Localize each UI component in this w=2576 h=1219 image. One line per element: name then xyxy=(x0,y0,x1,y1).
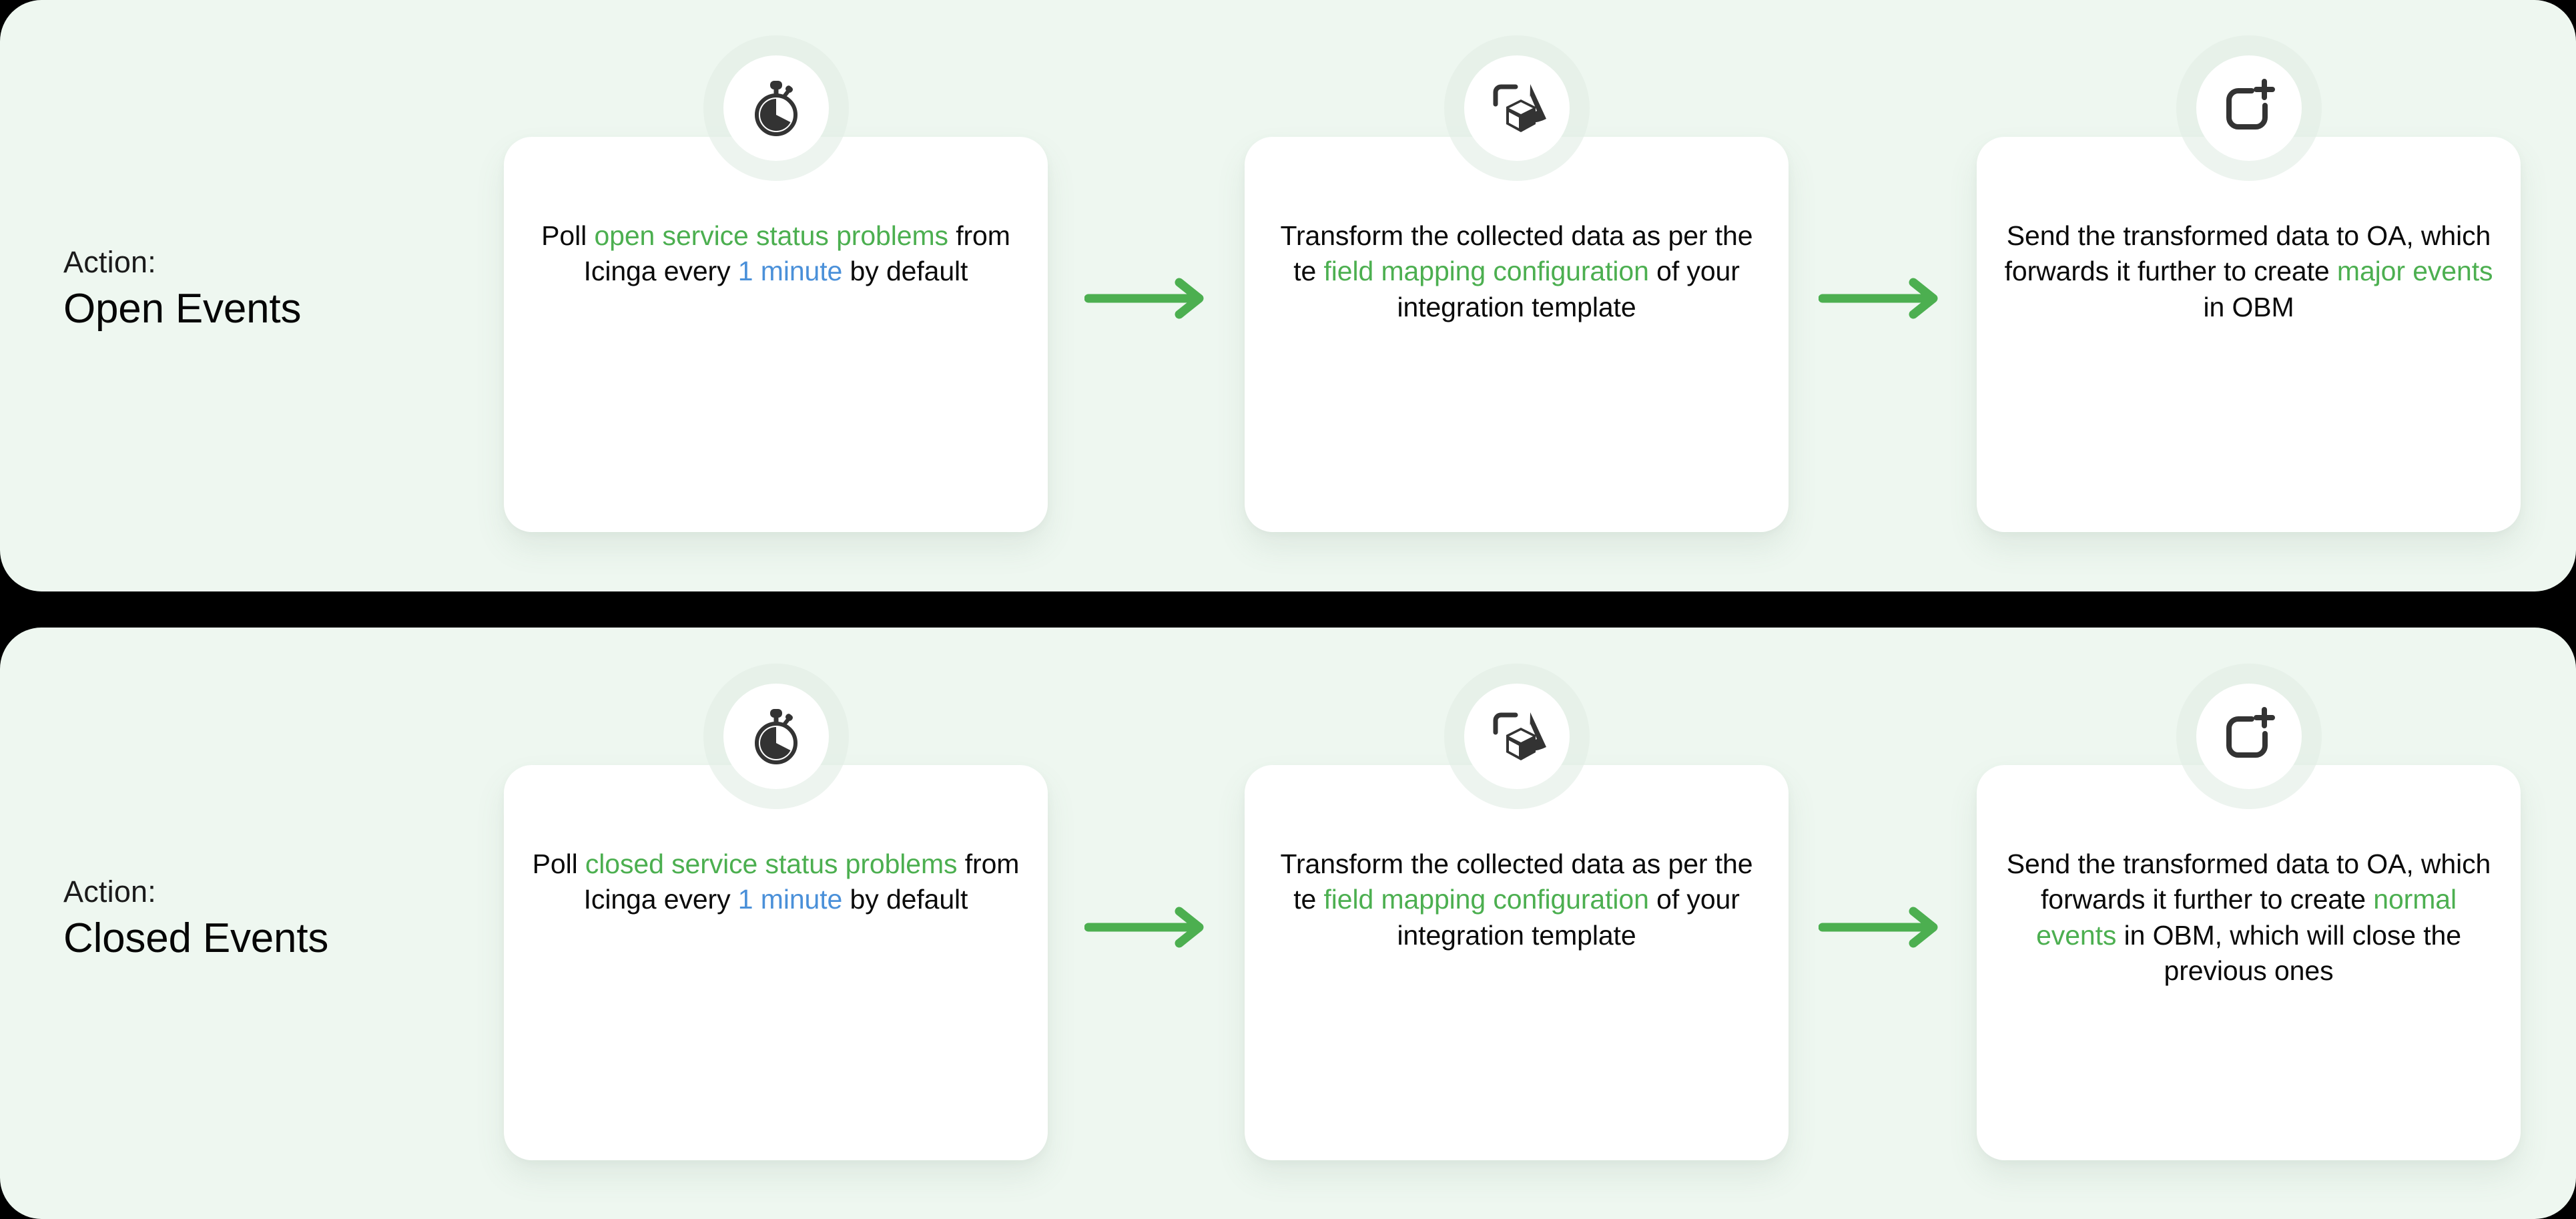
open-events-action-label: Action: Open Events xyxy=(63,244,491,334)
step-card-text: Transform the collected data as per the … xyxy=(1245,846,1789,953)
action-name-label: Open Events xyxy=(63,286,302,332)
step-card-send[interactable]: Send the transformed data to OA, which f… xyxy=(1977,684,2521,1160)
text-segment: from Icinga every xyxy=(583,220,1010,287)
text-segment: Send the transformed data to OA, which f… xyxy=(2004,220,2491,287)
step-card-transform[interactable]: Transform the collected data as per the … xyxy=(1245,55,1789,532)
text-segment-highlight: field mapping configuration xyxy=(1323,256,1649,287)
closed-events-panel: Action: Closed Events xyxy=(0,628,2576,1219)
step-card-text: Send the transformed data to OA, which f… xyxy=(1977,218,2521,325)
closed-events-steps: Poll closed service status problems from… xyxy=(0,628,2576,1219)
text-segment: Poll xyxy=(541,220,595,251)
step-card-text: Poll closed service status problems from… xyxy=(504,846,1048,918)
step-card-poll[interactable]: Poll closed service status problems from… xyxy=(504,684,1048,1160)
text-segment-highlight: 1 minute xyxy=(737,256,843,287)
action-prefix-label: Action: xyxy=(63,875,156,909)
text-segment-highlight: open service status problems xyxy=(594,220,948,251)
text-segment: in OBM xyxy=(2203,291,2294,322)
text-segment-highlight: 1 minute xyxy=(737,884,843,915)
action-name-label: Closed Events xyxy=(63,915,329,962)
text-segment: of your integration template xyxy=(1397,256,1740,322)
step-card-send[interactable]: Send the transformed data to OA, which f… xyxy=(1977,55,2521,532)
create-event-icon xyxy=(2196,55,2302,161)
arrow-right-icon xyxy=(1084,906,1211,949)
action-prefix-label: Action: xyxy=(63,245,156,279)
arrow-right-icon xyxy=(1819,277,1945,320)
text-segment: Transform the collected data as per the … xyxy=(1280,848,1753,915)
text-segment-highlight: field mapping configuration xyxy=(1323,884,1649,915)
arrow-right-icon xyxy=(1084,277,1211,320)
closed-events-action-label: Action: Closed Events xyxy=(63,873,491,964)
stopwatch-icon xyxy=(723,55,829,161)
step-card-transform[interactable]: Transform the collected data as per the … xyxy=(1245,684,1789,1160)
text-segment: in OBM, which will close the previous on… xyxy=(2116,919,2461,986)
step-card-text: Poll open service status problems from I… xyxy=(504,218,1048,290)
step-card-text: Transform the collected data as per the … xyxy=(1245,218,1789,325)
text-segment: from Icinga every xyxy=(583,848,1020,915)
text-segment-highlight: normal events xyxy=(2036,884,2457,951)
text-segment: of your integration template xyxy=(1397,884,1740,951)
open-events-panel: Action: Open Events xyxy=(0,0,2576,591)
step-card-text: Send the transformed data to OA, which f… xyxy=(1977,846,2521,989)
text-segment: by default xyxy=(842,884,968,915)
transform-icon xyxy=(1464,684,1570,789)
create-event-icon xyxy=(2196,684,2302,789)
text-segment-highlight: major events xyxy=(2336,256,2493,287)
arrow-right-icon xyxy=(1819,906,1945,949)
step-card-poll[interactable]: Poll open service status problems from I… xyxy=(504,55,1048,532)
stopwatch-icon xyxy=(723,684,829,789)
text-segment: by default xyxy=(842,256,968,287)
text-segment-highlight: closed service status problems xyxy=(585,848,958,879)
text-segment: Send the transformed data to OA, which f… xyxy=(2006,848,2491,915)
open-events-steps: Poll open service status problems from I… xyxy=(0,0,2576,591)
text-segment: Transform the collected data as per the … xyxy=(1280,220,1753,287)
text-segment: Poll xyxy=(532,848,585,879)
transform-icon xyxy=(1464,55,1570,161)
